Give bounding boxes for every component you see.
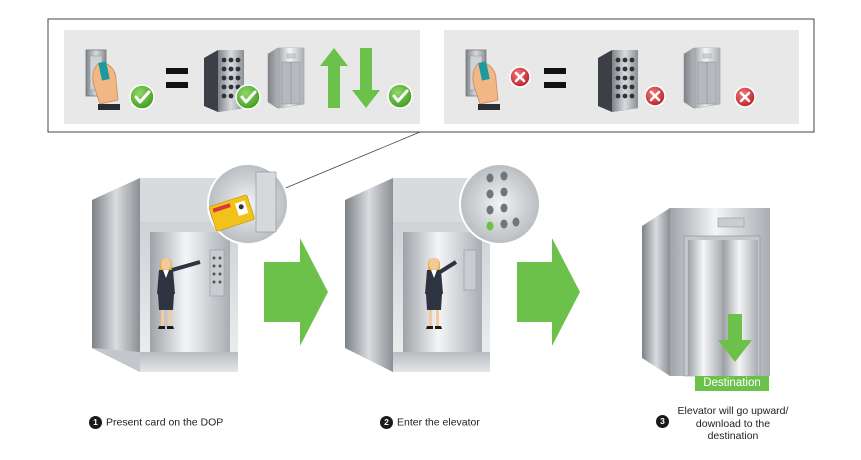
arrow-down-icon [718,314,752,362]
check-icon [128,83,156,111]
check-icon [234,83,262,111]
dop-panel [463,249,477,291]
zoom-card-reader [207,163,289,245]
step-text: Present card on the DOP [106,416,224,429]
dop-panel [209,249,225,297]
cross-icon [643,84,667,108]
destination-label: Destination [695,376,769,391]
elevator-icon [267,47,305,109]
up-down-arrows-icon [320,48,380,108]
equals-icon [166,68,188,88]
step-number: 1 [89,416,102,429]
step-2: 2 Enter the elevator [380,416,480,429]
check-icon [386,82,414,110]
step-text: Elevator will go upward/ download to the… [677,405,789,442]
arrow-right-icon [264,238,328,346]
access-card-icon [208,194,255,232]
cross-icon [733,85,757,109]
step-number: 3 [656,415,669,428]
callout-line [275,131,421,193]
cross-icon [508,65,532,89]
elevator-closed [642,208,770,377]
elevator-icon [683,47,721,109]
step-text: Enter the elevator [397,416,480,429]
step-1: 1 Present card on the DOP [89,416,223,429]
arrow-right-icon [517,238,580,346]
keypad-icon [598,50,638,112]
step-3: 3 Elevator will go upward/ download to th… [656,405,796,443]
zoom-keypad [459,163,541,245]
equals-icon [544,68,566,88]
step-number: 2 [380,416,393,429]
